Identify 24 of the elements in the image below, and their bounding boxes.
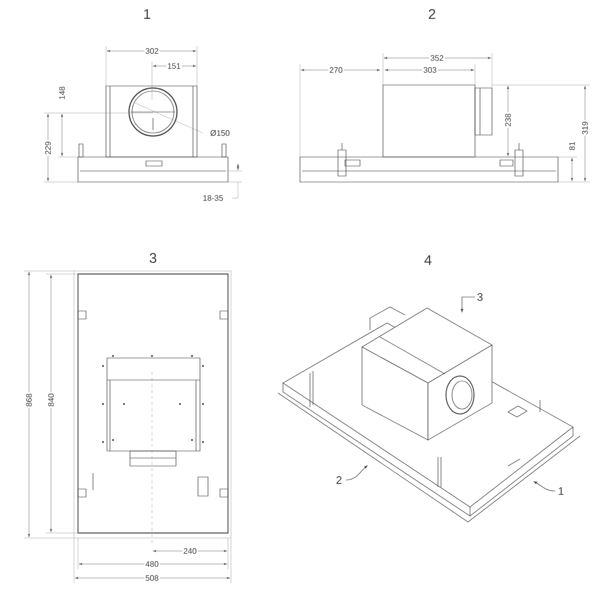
- view-number: 3: [150, 253, 156, 263]
- dimension-text: 18-35: [202, 194, 224, 202]
- dimension-text: Ø150: [209, 129, 231, 137]
- dimension-text: 319: [581, 120, 589, 136]
- dimension-text: 480: [144, 560, 160, 568]
- dimension-text: 238: [504, 112, 512, 128]
- callout-number: 1: [558, 487, 564, 495]
- dimension-text: 148: [58, 85, 66, 101]
- callout-number: 3: [477, 293, 483, 301]
- view-number: 1: [144, 9, 150, 19]
- dimension-text: 840: [47, 392, 55, 408]
- view-number: 2: [428, 9, 436, 19]
- dimension-text: 303: [422, 66, 438, 74]
- view-number: 4: [424, 255, 432, 265]
- dimension-text: 352: [429, 54, 445, 62]
- dimension-text: 240: [182, 547, 198, 555]
- callout-number: 2: [336, 476, 342, 484]
- dimension-text: 151: [166, 62, 182, 70]
- dimension-text: 270: [328, 66, 344, 74]
- dimension-text: 302: [144, 47, 160, 55]
- dimension-text: 868: [25, 392, 33, 408]
- dimension-text: 81: [568, 140, 576, 152]
- dimension-text: 229: [44, 140, 52, 156]
- dimension-text: 508: [144, 574, 160, 582]
